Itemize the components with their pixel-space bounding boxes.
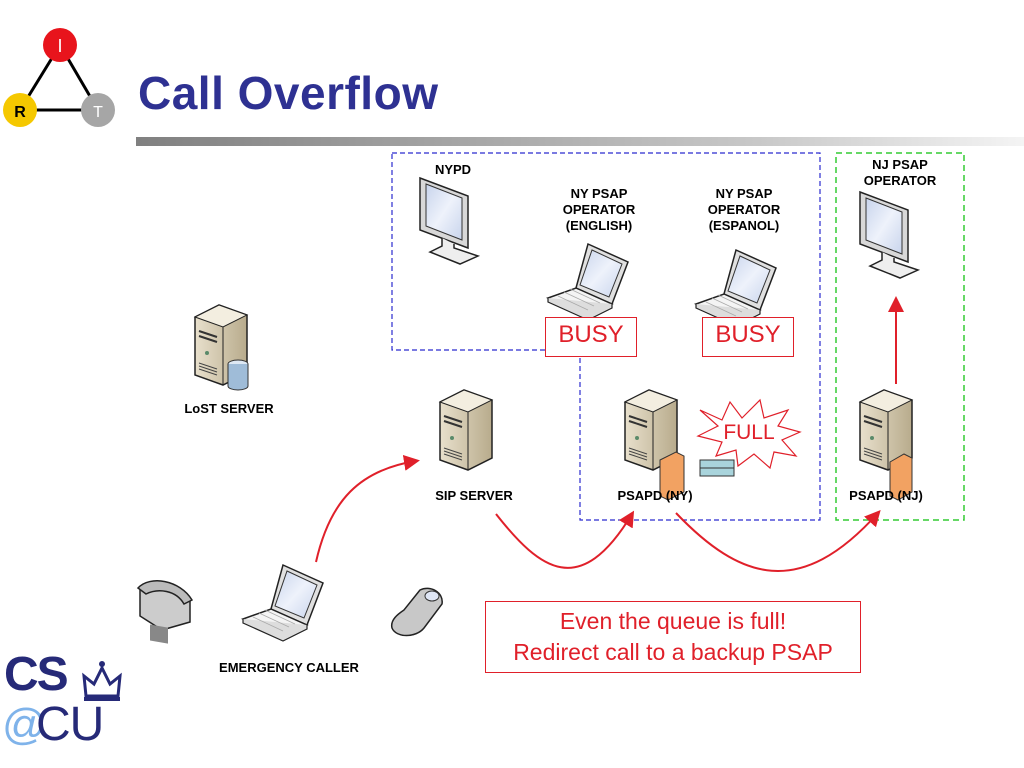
arrow-caller-to-sip xyxy=(315,455,420,563)
desk-phone-icon xyxy=(136,580,194,644)
irt-logo-i: I xyxy=(57,36,62,56)
cu-logo-at: @ xyxy=(2,700,47,749)
cell-phone-icon xyxy=(390,587,443,637)
label-ny-psap-english: NY PSAP OPERATOR (ENGLISH) xyxy=(562,186,636,233)
label-nypd: NYPD xyxy=(434,162,472,177)
irt-logo: I R T xyxy=(3,28,115,127)
callout-line-1: Even the queue is full! xyxy=(559,608,787,634)
irt-logo-i-circle xyxy=(43,28,77,62)
callout-note: Even the queue is full! Redirect call to… xyxy=(485,601,861,673)
irt-logo-t-circle xyxy=(81,93,115,127)
ny-psap-region xyxy=(391,152,821,521)
nj-psap-region xyxy=(835,152,965,521)
psapd-nj-server-icon xyxy=(859,389,913,501)
callout-line-2: Redirect call to a backup PSAP xyxy=(513,639,833,665)
label-psapd-ny: PSAPD (NY) xyxy=(617,488,693,503)
title-underline xyxy=(136,137,1024,146)
irt-logo-r: R xyxy=(14,104,26,121)
arrow-sip-to-psapd-ny xyxy=(495,510,635,569)
label-lost-server: LoST SERVER xyxy=(184,401,274,416)
busy-badge-espanol: BUSY xyxy=(702,317,794,357)
psapd-ny-server-icon xyxy=(624,389,685,501)
arrow-psapd-ny-to-psapd-nj xyxy=(675,510,881,572)
label-nj-psap-operator: NJ PSAP OPERATOR xyxy=(863,157,937,188)
label-ny-psap-espanol: NY PSAP OPERATOR (ESPANOL) xyxy=(707,186,781,233)
cs-logo-text: CS xyxy=(4,648,69,701)
label-emergency-caller: EMERGENCY CALLER xyxy=(219,660,359,675)
full-badge: FULL xyxy=(723,421,775,444)
lost-server-icon xyxy=(194,304,249,391)
slide-title: Call Overflow xyxy=(138,67,439,119)
label-psapd-nj: PSAPD (NJ) xyxy=(849,488,923,503)
irt-logo-r-circle xyxy=(3,93,37,127)
label-sip-server: SIP SERVER xyxy=(435,488,513,503)
irt-logo-t: T xyxy=(93,104,103,121)
full-starburst-icon xyxy=(696,398,802,470)
busy-badge-english: BUSY xyxy=(545,317,637,357)
cu-logo-text: CU xyxy=(36,698,104,751)
